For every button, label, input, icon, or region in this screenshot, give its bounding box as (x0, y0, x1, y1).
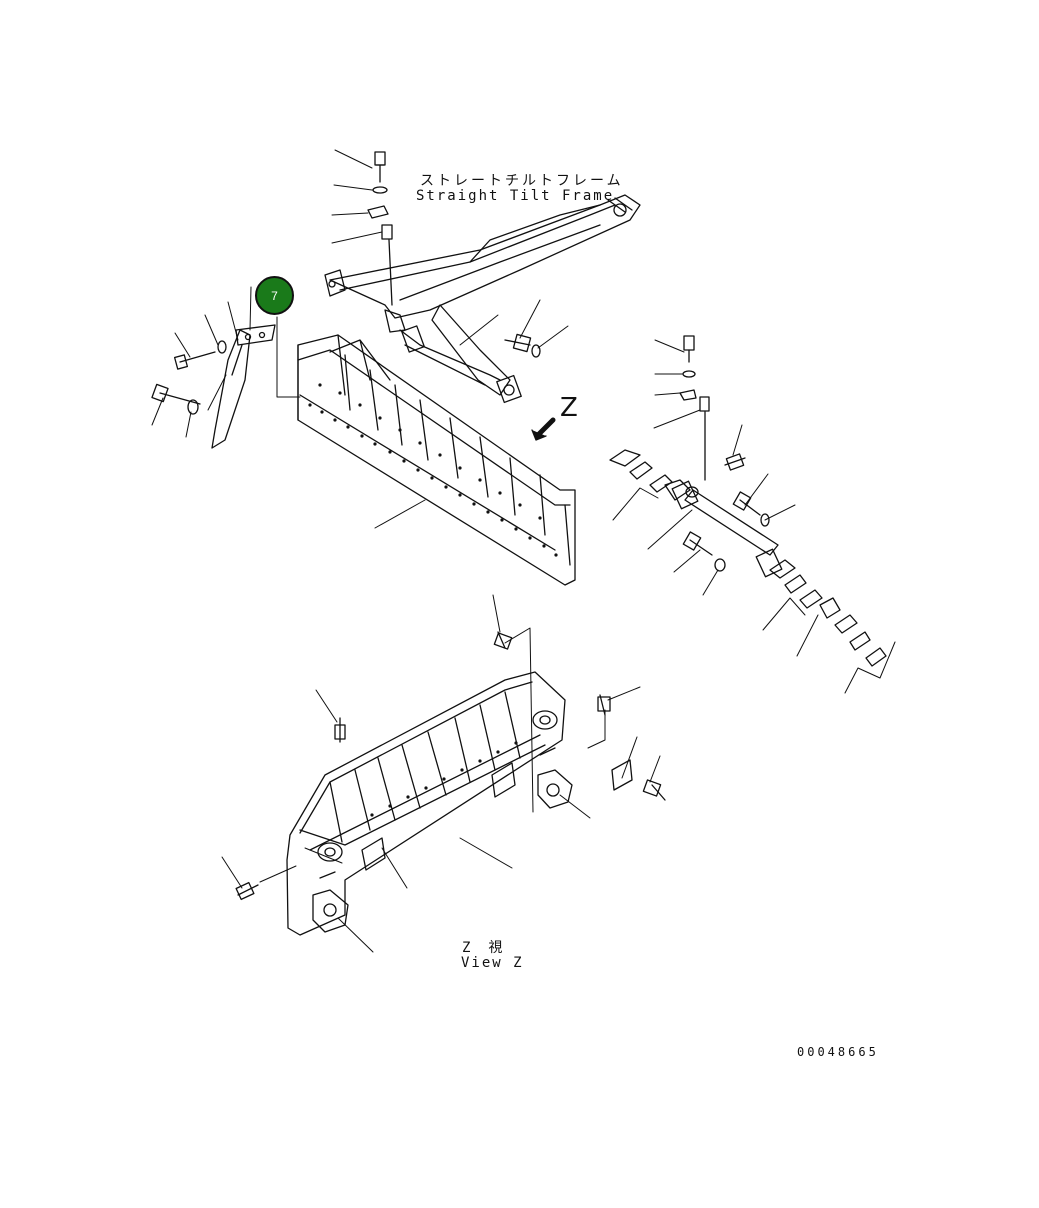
rod-assembly-right (609, 335, 887, 667)
blade-frame-view-z (235, 631, 666, 936)
view-arrow (531, 417, 556, 441)
bracket-parts-left (151, 324, 276, 449)
blade-frame-upper (297, 334, 576, 586)
view-arrow-letter: Z (560, 393, 578, 423)
frame-label-english: Straight Tilt Frame (416, 188, 615, 204)
leader-line-frame (374, 499, 426, 529)
view-label-english: View Z (461, 955, 524, 971)
leader-lines-left (151, 286, 301, 438)
frame-label-japanese: ストレートチルトフレーム (420, 173, 624, 189)
leader-lines-top (331, 149, 569, 349)
leader-lines-right (612, 339, 896, 694)
part-callout-7[interactable]: 7 (255, 276, 294, 315)
straight-tilt-frame (324, 151, 641, 404)
drawing-number: 00048665 (797, 1045, 879, 1059)
leader-lines-view-z (221, 594, 661, 953)
view-label-japanese: Z 視 (462, 940, 505, 956)
